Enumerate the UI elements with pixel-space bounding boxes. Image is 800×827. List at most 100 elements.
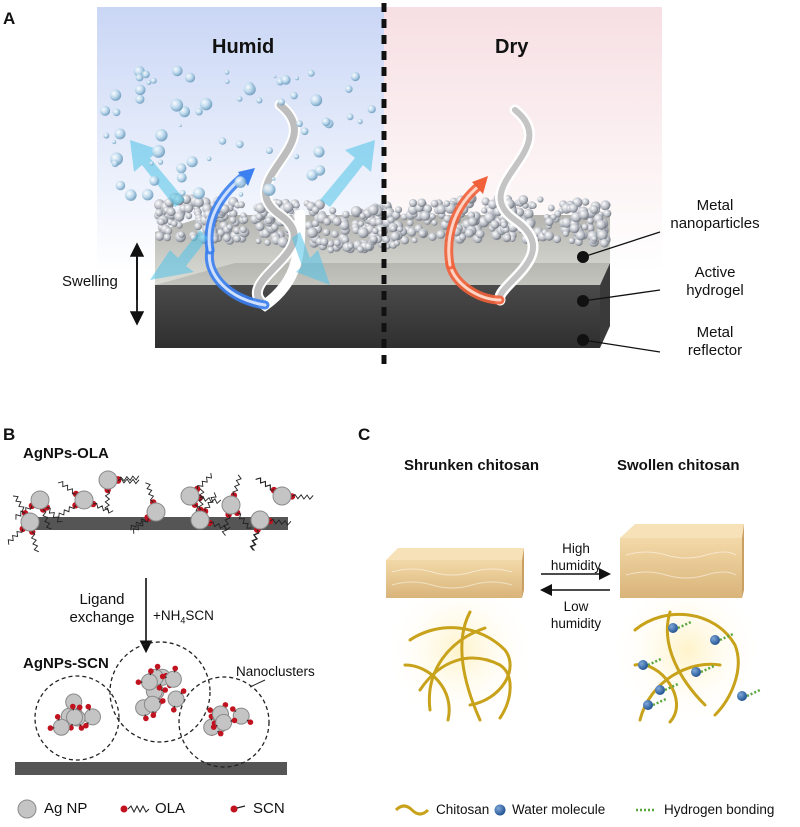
nanoparticle — [226, 224, 233, 231]
reflector-label-line2: reflector — [687, 342, 743, 359]
nanoparticle — [217, 228, 225, 237]
panel-b-letter: B — [3, 425, 16, 444]
ag-nanoparticle — [164, 670, 182, 688]
water-droplet — [178, 124, 182, 128]
water-droplet — [114, 128, 126, 140]
ola-chain — [198, 488, 205, 511]
nanoclusters-leader — [249, 679, 266, 688]
panel-b-diagram — [7, 470, 314, 819]
legend-water-swatch — [494, 804, 506, 816]
ola-chain — [30, 531, 39, 553]
scn-ligand-head — [154, 663, 161, 670]
nanoparticle — [332, 216, 342, 226]
nanoparticle — [429, 213, 436, 220]
scn-ligand-head — [171, 707, 177, 713]
legend-water-label: Water molecule — [512, 802, 606, 817]
nanoparticle — [600, 200, 611, 211]
nanoparticle — [586, 217, 594, 225]
nanoparticle — [409, 199, 417, 207]
nanoparticle — [568, 237, 575, 244]
nanoparticle — [171, 220, 178, 227]
ola-chain — [133, 518, 149, 534]
water-droplet — [192, 187, 205, 200]
nanoparticle — [157, 218, 165, 226]
nanoparticle — [237, 201, 245, 209]
water-molecule — [643, 700, 653, 710]
reagent-subscript: 4 — [180, 615, 186, 626]
ola-chain — [255, 477, 275, 491]
water-droplet — [262, 183, 276, 196]
nanoparticle — [407, 227, 417, 237]
water-droplet — [367, 105, 376, 114]
water-droplet — [293, 153, 300, 160]
nanoparticle — [468, 217, 478, 227]
legend-scn-swatch — [230, 805, 246, 813]
scn-ligand-head — [160, 698, 166, 704]
water-droplet — [176, 163, 187, 174]
reflector-marker-dot — [577, 334, 589, 346]
nanoparticle — [417, 198, 427, 207]
ola-chain — [249, 529, 259, 551]
nanoparticle — [568, 203, 578, 213]
low-humidity-line1: Low — [563, 599, 589, 614]
nanoparticle — [596, 219, 607, 230]
nanoparticle — [174, 211, 185, 222]
water-droplet — [172, 65, 183, 77]
water-droplet — [296, 120, 303, 128]
nanoparticle — [396, 226, 404, 233]
np-label: Metal nanoparticles — [665, 197, 765, 233]
dry-light-arrow — [444, 104, 539, 306]
high-humidity-line2: humidity — [550, 558, 602, 573]
ag-nanoparticle — [190, 510, 210, 530]
reagent-prefix: +NH — [153, 608, 181, 623]
nanoparticle — [327, 246, 335, 254]
ag-nanoparticle — [167, 690, 185, 708]
water-droplet — [238, 192, 244, 197]
nanoparticle — [229, 216, 237, 224]
water-droplet — [357, 118, 363, 125]
scn-ligand-head — [247, 719, 254, 725]
nanoparticle — [420, 211, 431, 221]
ag-nanoparticle — [66, 708, 83, 726]
nanoparticle — [339, 220, 350, 231]
nanoparticle — [255, 213, 263, 221]
nanoparticle — [547, 204, 555, 212]
water-droplet — [199, 97, 213, 111]
water-molecule — [737, 691, 747, 701]
water-droplet — [273, 75, 277, 79]
scn-ligand-head — [148, 668, 154, 674]
nanoparticle — [490, 220, 500, 229]
high-humidity-label: High humidity — [543, 540, 609, 574]
ola-chain — [209, 521, 231, 531]
water-molecules — [638, 623, 747, 710]
shrunken-title: Shrunken chitosan — [404, 457, 540, 474]
nanoparticle — [347, 243, 354, 250]
water-droplet — [256, 97, 263, 104]
nanoparticle — [443, 200, 451, 207]
scn-ligand-head — [78, 725, 85, 731]
ligand-exchange-label: Ligand exchange — [62, 591, 142, 627]
ag-nanoparticle — [272, 486, 292, 506]
nanoparticle — [293, 202, 300, 209]
nanoparticle — [423, 204, 433, 214]
nanoparticle — [255, 202, 266, 214]
water-droplet — [142, 189, 154, 201]
panel-a-letter: A — [3, 9, 16, 28]
nanoparticle — [241, 216, 249, 223]
substrate-top — [23, 517, 288, 530]
water-droplet — [146, 80, 152, 85]
water-droplets — [100, 65, 376, 201]
nanoparticle — [418, 229, 427, 238]
scn-ligand-head — [217, 730, 224, 737]
agnps-scn-title: AgNPs-SCN — [23, 655, 109, 672]
scn-ligand-head — [231, 717, 238, 724]
water-droplet — [115, 180, 126, 191]
ag-nanoparticle — [20, 512, 40, 532]
swollen-title: Swollen chitosan — [617, 457, 740, 474]
nanoparticle — [411, 237, 418, 244]
nanocluster-circle-2 — [109, 641, 211, 743]
water-droplet — [109, 89, 122, 101]
water-droplet — [185, 72, 196, 83]
scn-ligand-head — [207, 707, 213, 713]
